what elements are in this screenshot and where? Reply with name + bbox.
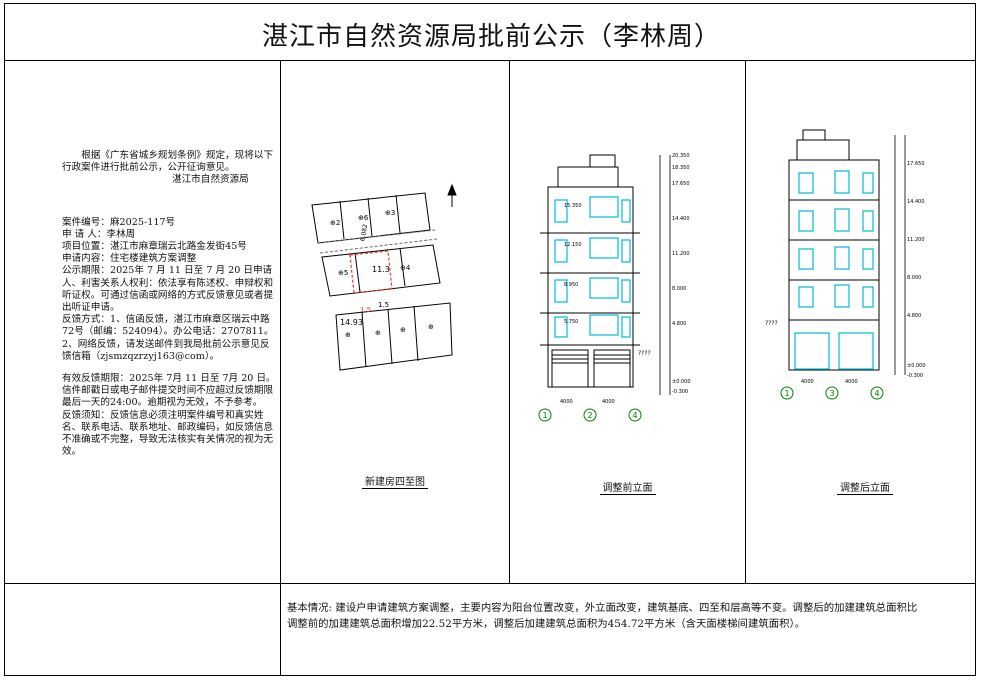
- svg-text:⊕4: ⊕4: [400, 264, 411, 272]
- svg-text:⊕: ⊕: [375, 329, 381, 337]
- floor-label: 12.150: [564, 242, 582, 248]
- level-label: -0.300: [672, 389, 688, 395]
- feedback-method-mail: 反馈方式：1、信函反馈，湛江市麻章区瑞云中路72号（邮编：524094）。办公电…: [62, 314, 274, 338]
- level-label: ±0.000: [907, 363, 926, 369]
- after-elevation-caption: 调整后立面: [785, 479, 945, 495]
- page-title: 湛江市自然资源局批前公示（李林周）: [261, 22, 721, 52]
- width-dim: 4000: [801, 379, 814, 385]
- svg-text:⊕: ⊕: [345, 331, 351, 339]
- axis-label: 4: [874, 389, 879, 398]
- basic-situation: 基本情况: 建设户申请建筑方案调整，主要内容为阳台位置改变，外立面改变，建筑基底…: [287, 602, 918, 630]
- axis-label: 1: [542, 411, 547, 420]
- svg-text:⊕3: ⊕3: [385, 209, 395, 217]
- before-elevation-caption: 调整前立面: [545, 479, 710, 495]
- axis-label: 2: [587, 411, 592, 420]
- site-depth-dim: 11.3: [372, 265, 390, 274]
- floor-label: 5.750: [564, 319, 578, 325]
- level-label: 14.400: [907, 199, 925, 205]
- feedback-deadline: 有效反馈期限：2025年 7月 11 日至 7月 20 日。信件邮戳日或电子邮件…: [62, 373, 276, 409]
- applicant: 申 请 人：李林周: [62, 228, 136, 240]
- publicity-period: 公示期限：2025年 7 月 11 日至 7 月 20 日申请人、利害关系人权利…: [62, 265, 274, 314]
- axis-label: 4: [632, 411, 637, 420]
- axis-label: 3: [829, 389, 834, 398]
- site-plan-caption: 新建房四至图: [320, 473, 470, 489]
- svg-text:⊕: ⊕: [400, 326, 406, 334]
- elevation-after-drawing: 17.650 14.400 11.200 8.000 4.800 ±0.000 …: [765, 129, 926, 400]
- left-column-divider: [280, 60, 281, 675]
- level-label: 17.650: [672, 181, 690, 187]
- plot-boundary: [349, 250, 393, 294]
- before-windows: [554, 196, 631, 338]
- level-label: 4.800: [907, 313, 921, 319]
- project-location: 项目位置：湛江市麻章瑞云北路金发街45号: [62, 241, 247, 253]
- notice-issuer: 湛江市自然资源局: [172, 174, 249, 186]
- svg-text:⊕6: ⊕6: [358, 214, 369, 222]
- svg-text:⊕: ⊕: [428, 323, 434, 331]
- width-dim: 4000: [560, 399, 573, 405]
- floor-label: 8.950: [564, 282, 578, 288]
- level-label: 14.400: [672, 216, 690, 222]
- feedback-guide: 反馈须知：反馈信息必须注明案件编号和真实姓名、联系电话、联系地址、邮政编码，如反…: [62, 409, 274, 458]
- basic-divider: [5, 583, 975, 584]
- notice-frame: [4, 3, 976, 676]
- site-plan-drawing: ⊕2 ⊕6 ⊕3 ⊕5 ⊕4 ⊕ ⊕ ⊕ ⊕ 1.5 11.3 14.93 1.5 6.08…: [311, 183, 457, 371]
- level-label: 4.800: [672, 321, 686, 327]
- axis-label: 1: [784, 389, 789, 398]
- axis-markers: [780, 386, 884, 400]
- site-setback-b: 1.5: [360, 306, 371, 314]
- plan-divider: [509, 60, 510, 584]
- notice-text: 根据《广东省城乡规划条例》规定，现将以下行政案件进行批前公示，公开征询意见。 湛…: [62, 150, 277, 458]
- level-label: 18.350: [672, 165, 690, 171]
- elevation-note: ????: [638, 350, 651, 357]
- axis-markers: [538, 408, 642, 422]
- elevation-divider: [745, 60, 746, 584]
- site-setback-a: 1.5: [378, 301, 389, 309]
- svg-text:⊕5: ⊕5: [338, 269, 348, 277]
- case-number: 案件编号：麻2025-117号: [62, 216, 176, 228]
- level-label: 11.200: [672, 251, 690, 257]
- width-dim: 4000: [602, 399, 615, 405]
- level-label: 17.650: [907, 161, 925, 167]
- level-label: 8.000: [672, 286, 686, 292]
- site-width-dim: 14.93: [340, 318, 363, 327]
- level-label: 11.200: [907, 237, 925, 243]
- feedback-method-email: 2、网络反馈，请发送邮件到我局批前公示意见反馈信箱（zjsmzqzrzyj163…: [62, 338, 270, 362]
- north-arrow-icon: [447, 183, 457, 207]
- road-label: 6.082: [359, 223, 369, 241]
- elevation-before-drawing: 20.350 18.350 17.650 14.400 11.200 8.000…: [538, 153, 691, 422]
- level-label: -0.300: [907, 373, 923, 379]
- notice-intro: 根据《广东省城乡规划条例》规定，现将以下行政案件进行批前公示，公开征询意见。: [62, 150, 274, 174]
- width-dim: 4000: [845, 379, 858, 385]
- level-label: ±0.000: [672, 379, 691, 385]
- svg-text:⊕2: ⊕2: [330, 219, 340, 227]
- floor-label: 15.350: [564, 203, 582, 209]
- level-label: 20.350: [672, 153, 690, 159]
- level-label: 8.000: [907, 275, 921, 281]
- title-divider: [5, 60, 975, 61]
- after-windows: [794, 170, 874, 370]
- application-content: 申请内容：住宅楼建筑方案调整: [62, 253, 197, 265]
- elevation-note: ????: [765, 320, 778, 327]
